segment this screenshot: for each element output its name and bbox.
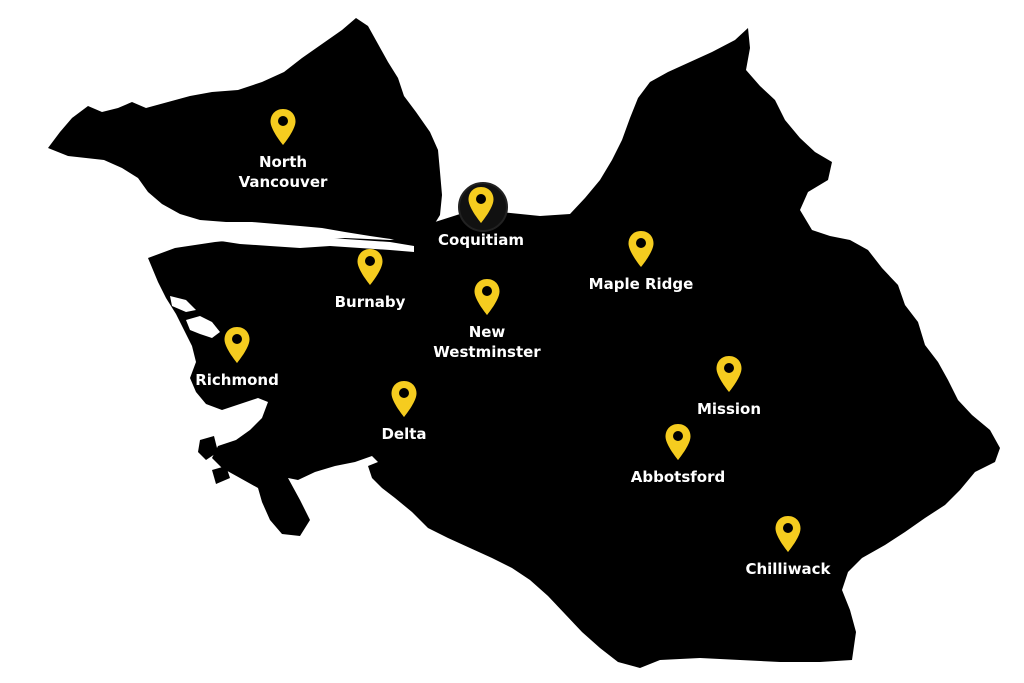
- landmass-north-shore: [48, 18, 442, 240]
- map-pin-icon[interactable]: [627, 230, 655, 268]
- island-west-1: [70, 112, 100, 152]
- map-pin-icon[interactable]: [269, 108, 297, 146]
- map-pin-icon[interactable]: [664, 423, 692, 461]
- island-south-1: [198, 436, 218, 460]
- city-label: New Westminster: [433, 323, 541, 361]
- landmass-main: [148, 28, 1000, 668]
- island-west-2: [104, 120, 124, 150]
- city-label: Burnaby: [334, 293, 406, 311]
- map-pin-icon[interactable]: [356, 248, 384, 286]
- map-pin-icon[interactable]: [774, 515, 802, 553]
- city-label: Maple Ridge: [588, 275, 694, 293]
- water-river-branch: [170, 296, 196, 312]
- city-label: Delta: [381, 425, 427, 443]
- city-label: Richmond: [195, 371, 279, 389]
- map-pin-icon[interactable]: [473, 278, 501, 316]
- island-south-2: [212, 466, 230, 484]
- map-pin-icon[interactable]: [223, 326, 251, 364]
- city-label: Abbotsford: [630, 468, 726, 486]
- water-burrard-inlet: [214, 232, 414, 252]
- water-fraser-river: [186, 316, 220, 338]
- city-label: Mission: [696, 400, 762, 418]
- city-label: North Vancouver: [238, 153, 328, 191]
- map-pin-icon[interactable]: [467, 186, 495, 224]
- map-pin-icon[interactable]: [390, 380, 418, 418]
- map-pin-icon[interactable]: [715, 355, 743, 393]
- city-label: Coquitiam: [438, 231, 524, 249]
- city-label: Chilliwack: [745, 560, 831, 578]
